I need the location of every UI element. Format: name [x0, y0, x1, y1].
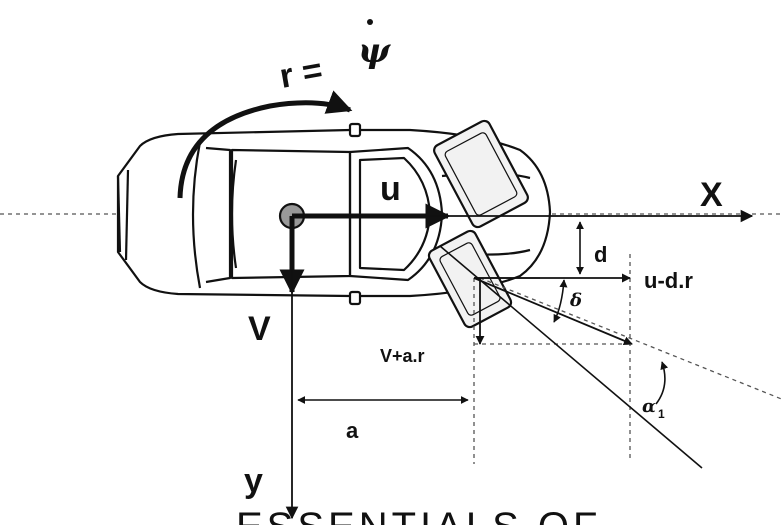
- yaw-rate-label: r =: [277, 51, 325, 96]
- d-label: d: [594, 242, 607, 267]
- u-label: u: [380, 170, 401, 208]
- tire-heading-dashed-line: [479, 277, 784, 401]
- v-label: V: [248, 310, 271, 348]
- alpha-label: α: [642, 396, 656, 417]
- yaw-rate-arrow: [177, 90, 353, 199]
- y-axis-label: y: [244, 462, 263, 500]
- a-label: a: [346, 418, 359, 443]
- delta-angle-arc: [553, 279, 568, 323]
- wheel-plane-line: [439, 245, 703, 469]
- x-axis-label: X: [700, 176, 723, 214]
- psi-dot: [367, 19, 373, 25]
- delta-label: δ: [569, 290, 582, 311]
- front-left-tire: [433, 119, 529, 229]
- alpha-angle-arc: [655, 361, 669, 405]
- yaw-psi-label: ψ: [358, 31, 391, 71]
- footer-cut-text: ESSENTIALS OF: [236, 505, 601, 525]
- alpha-subscript: 1: [658, 407, 665, 421]
- v-plus-ar-label: V+a.r: [380, 346, 425, 366]
- u-minus-dr-label: u-d.r: [644, 268, 693, 293]
- resultant-velocity-vector: [473, 277, 633, 346]
